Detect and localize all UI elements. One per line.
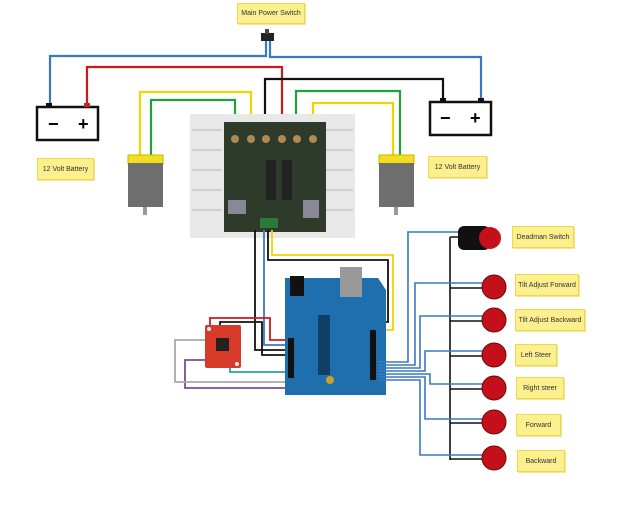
label-tilt-forward: Tilt Adjust Forward <box>515 274 579 296</box>
wire-yellow-left <box>138 90 253 155</box>
button-backward <box>481 445 507 471</box>
motor-controller <box>190 114 355 238</box>
button-left-steer <box>481 342 507 368</box>
label-battery-left: 12 Volt Battery <box>37 158 94 180</box>
wire-blue-left <box>48 41 268 106</box>
label-battery-right: 12 Volt Battery <box>428 156 487 178</box>
wire-red-accel <box>209 317 290 341</box>
battery-negative-sign: − <box>48 114 59 134</box>
wire-blue-signal <box>263 230 290 346</box>
wire-black-battery <box>263 77 445 134</box>
wire-gray-accel <box>174 339 290 383</box>
motor-right <box>378 154 415 215</box>
wire-blue-tilt-forward <box>378 282 488 366</box>
wire-blue-tilt-backward <box>378 315 488 369</box>
accelerometer <box>205 325 241 368</box>
wire-blue-right-steer <box>378 373 488 385</box>
label-main-power-switch: Main Power Switch <box>237 3 305 24</box>
wire-red <box>85 65 284 134</box>
wire-green-right <box>294 89 402 155</box>
wire-blue-left-steer <box>378 350 488 372</box>
arduino-board <box>285 267 386 395</box>
label-deadman-switch: Deadman Switch <box>512 226 574 248</box>
main-power-switch <box>261 29 274 41</box>
label-forward: Forward <box>516 414 561 436</box>
button-forward <box>481 409 507 435</box>
button-right-steer <box>481 375 507 401</box>
wire-blue-right <box>268 41 483 101</box>
label-right-steer: Right steer <box>516 377 564 399</box>
wire-black-ground <box>254 230 290 351</box>
wire-blue-deadman <box>378 231 465 363</box>
battery-positive-sign: + <box>470 108 481 128</box>
deadman-switch-button <box>458 226 501 250</box>
wire-purple-accel <box>184 359 290 389</box>
motor-left <box>127 154 164 215</box>
wire-black-common <box>449 236 488 460</box>
battery-left: − + <box>35 103 100 142</box>
wire-teal-accel <box>229 368 290 373</box>
wire-black-accel <box>219 321 290 356</box>
wire-blue-backward <box>378 379 488 456</box>
label-backward: Backward <box>517 450 565 472</box>
battery-right: − + <box>428 98 493 137</box>
label-tilt-backward: Tilt Adjust Backward <box>515 309 585 331</box>
button-tilt-backward <box>481 307 507 333</box>
wire-yellow-signal <box>271 230 394 331</box>
wire-blue-forward <box>378 376 488 420</box>
label-left-steer: Left Steer <box>515 344 557 366</box>
button-tilt-forward <box>481 274 507 300</box>
battery-positive-sign: + <box>78 114 89 134</box>
battery-negative-sign: − <box>440 108 451 128</box>
